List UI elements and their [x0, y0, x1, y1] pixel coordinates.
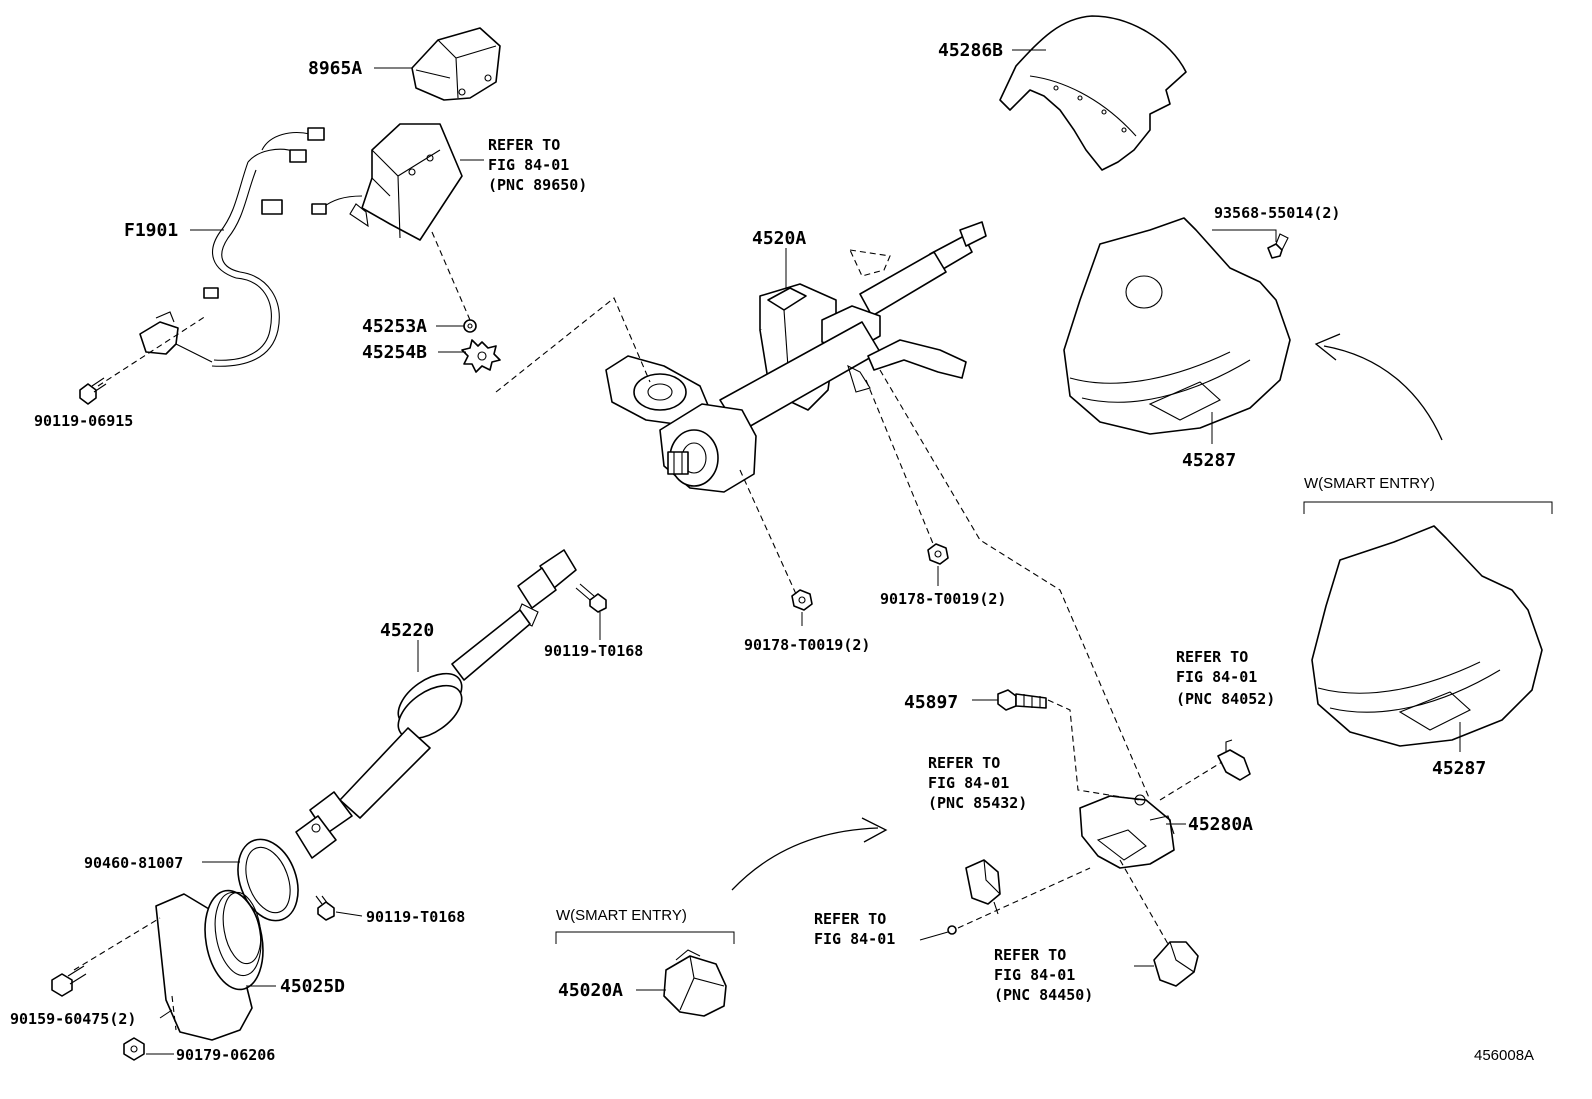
group-label-smart-entry-bottom: W(SMART ENTRY)	[556, 907, 687, 924]
callout-93568-55014: 93568-55014(2)	[1214, 204, 1340, 222]
svg-text:(PNC 84450): (PNC 84450)	[994, 986, 1093, 1004]
bolt-90159-60475-drawing	[51, 965, 87, 997]
bolt-90119-t0168-b-drawing	[315, 895, 335, 921]
callout-45287-alt: 45287	[1432, 758, 1486, 779]
part-45220-intermediate-shaft-drawing	[295, 549, 577, 859]
note-refer-plain: REFER TO FIG 84-01	[814, 910, 895, 948]
svg-text:REFER TO: REFER TO	[814, 910, 886, 928]
callout-90178-b: 90178-T0019(2)	[880, 590, 1006, 608]
part-45253a-drawing	[463, 319, 477, 333]
part-4520a-steering-column-drawing	[605, 221, 987, 493]
svg-text:FIG 84-01: FIG 84-01	[928, 774, 1009, 792]
arrow-bottom-group	[731, 817, 888, 891]
leader-lines	[146, 49, 1461, 1055]
part-45025d-cover-drawing	[155, 889, 264, 1041]
callout-45897: 45897	[904, 692, 958, 713]
switch-84450-drawing	[1153, 941, 1199, 987]
part-45020a-drawing	[663, 949, 727, 1017]
smart-entry-bracket-right	[1303, 501, 1553, 514]
callout-90119-t0168-b: 90119-T0168	[366, 908, 465, 926]
part-90460-81007-ring-drawing	[237, 838, 299, 922]
note-refer-84450: REFER TO FIG 84-01 (PNC 84450)	[994, 946, 1093, 1004]
arrow-right-group	[1314, 333, 1443, 441]
part-45286b-upper-cover-drawing	[999, 15, 1187, 171]
bolt-90119-06915-drawing	[79, 377, 107, 405]
svg-text:(PNC 89650): (PNC 89650)	[488, 176, 587, 194]
svg-text:FIG 84-01: FIG 84-01	[814, 930, 895, 948]
callout-90159-60475: 90159-60475(2)	[10, 1010, 136, 1028]
callout-45020a: 45020A	[558, 980, 623, 1001]
part-45254b-drawing	[461, 339, 501, 373]
callout-45253a: 45253A	[362, 316, 427, 337]
callout-45286b: 45286B	[938, 40, 1003, 61]
callout-90178-a: 90178-T0019(2)	[744, 636, 870, 654]
callout-45280a: 45280A	[1188, 814, 1253, 835]
callout-90460-81007: 90460-81007	[84, 854, 183, 872]
part-f1901-harness-drawing	[139, 127, 325, 367]
svg-text:(PNC 84052): (PNC 84052)	[1176, 690, 1275, 708]
svg-text:FIG 84-01: FIG 84-01	[488, 156, 569, 174]
callout-45025d: 45025D	[280, 976, 345, 997]
svg-text:REFER TO: REFER TO	[994, 946, 1066, 964]
callout-90179-06206: 90179-06206	[176, 1046, 275, 1064]
part-45897-bolt-drawing	[997, 689, 1047, 711]
smart-entry-bracket-bottom	[555, 931, 735, 944]
key-amplifier-drawing	[311, 123, 463, 241]
callout-45220: 45220	[380, 620, 434, 641]
svg-text:(PNC 85432): (PNC 85432)	[928, 794, 1027, 812]
nut-90178-a-drawing	[791, 589, 813, 611]
callout-90119-06915: 90119-06915	[34, 412, 133, 430]
bolt-90119-t0168-a-drawing	[575, 583, 607, 613]
note-refer-89650: REFER TO FIG 84-01 (PNC 89650)	[488, 136, 587, 194]
part-45280a-lock-housing-drawing	[1079, 794, 1175, 869]
svg-text:REFER TO: REFER TO	[928, 754, 1000, 772]
svg-text:REFER TO: REFER TO	[1176, 648, 1248, 666]
sensor-84052-drawing	[1217, 739, 1251, 781]
screw-refer-drawing	[947, 925, 957, 935]
note-refer-85432: REFER TO FIG 84-01 (PNC 85432)	[928, 754, 1027, 812]
part-45287-lower-cover-drawing	[1063, 217, 1291, 435]
nut-90178-b-drawing	[927, 543, 949, 565]
nut-90179-06206-drawing	[123, 1037, 145, 1061]
part-45287-alt-lower-cover-drawing	[1311, 525, 1543, 747]
svg-text:FIG 84-01: FIG 84-01	[1176, 668, 1257, 686]
group-label-smart-entry-right: W(SMART ENTRY)	[1304, 475, 1435, 492]
callout-90119-t0168-a: 90119-T0168	[544, 642, 643, 660]
svg-text:REFER TO: REFER TO	[488, 136, 560, 154]
part-8965a-drawing	[411, 27, 501, 101]
figure-id: 456008A	[1474, 1047, 1534, 1064]
callout-f1901: F1901	[124, 220, 178, 241]
assembly-lines	[73, 231, 1223, 1031]
callout-45287-top: 45287	[1182, 450, 1236, 471]
switch-85432-drawing	[965, 859, 1001, 915]
note-refer-84052: REFER TO FIG 84-01 (PNC 84052)	[1176, 648, 1275, 708]
callout-4520a: 4520A	[752, 228, 806, 249]
screw-93568-drawing	[1267, 233, 1289, 259]
svg-text:FIG 84-01: FIG 84-01	[994, 966, 1075, 984]
callout-45254b: 45254B	[362, 342, 427, 363]
callout-8965a: 8965A	[308, 58, 362, 79]
